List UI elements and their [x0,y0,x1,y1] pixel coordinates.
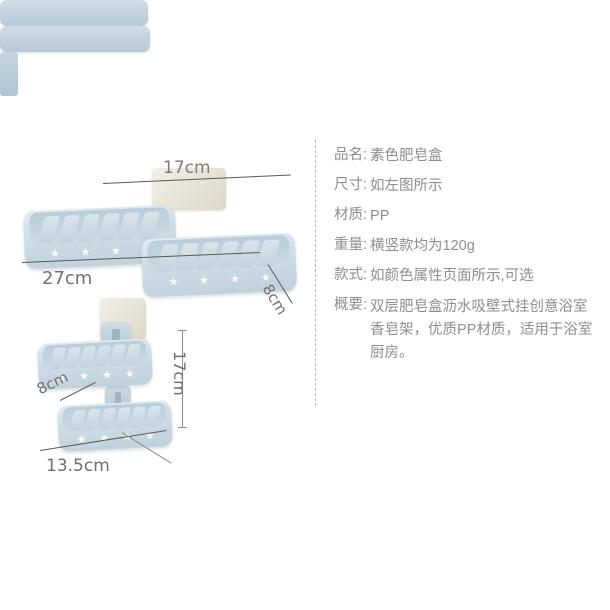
spec-colon: : [363,237,368,253]
drainage-ridges [68,405,161,432]
spec-colon: : [363,147,368,163]
dimension-label-height-vertical: 17cm [170,351,189,396]
spec-label: 品名 [334,147,363,163]
spec-value: 横竖款均为120g [370,238,475,254]
dimension-rule-height-vertical [178,330,187,428]
spec-value: PP [370,208,390,224]
spec-row-product-name: 品名 : 素色肥皂盒 [334,146,596,167]
spec-row-style: 款式 : 如颜色属性页面所示,可选 [334,266,596,287]
horizontal-backplate-right [0,26,150,52]
vertical-product-group: 8cm 17cm 13.5cm [0,52,315,476]
adhesive-wall-pad-horizontal [152,168,226,210]
spec-row-size: 尺寸 : 如左图所示 [334,176,596,197]
drainage-ridges [48,343,141,370]
product-illustration-panel: 17cm 27cm 8cm [0,0,315,476]
vertical-connector-spine [0,52,18,96]
dimension-label-width-horizontal: 27cm [42,268,93,289]
specification-panel: 品名 : 素色肥皂盒 尺寸 : 如左图所示 材质 : PP 重量 : 横竖款均为… [334,146,596,374]
horizontal-product-group: 17cm 27cm 8cm [0,0,315,318]
spec-label: 重量 [334,237,363,253]
spec-label: 材质 [334,207,363,223]
spec-colon: : [363,177,368,193]
spec-row-summary: 概要 : 双层肥皂盒沥水吸壁式挂创意浴室香皂架，优质PP材质，适用于浴室厨房。 [334,296,596,365]
spec-value: 如颜色属性页面所示,可选 [370,268,534,284]
spec-colon: : [363,297,368,313]
spec-value: 双层肥皂盒沥水吸壁式挂创意浴室香皂架，优质PP材质，适用于浴室厨房。 [370,299,593,361]
spec-value: 素色肥皂盒 [370,148,443,164]
spec-row-weight: 重量 : 横竖款均为120g [334,236,596,257]
spec-colon: : [363,267,368,283]
dimension-label-width-vertical: 13.5cm [46,456,110,476]
spec-label: 款式 [334,267,363,283]
spec-row-material: 材质 : PP [334,206,596,227]
spec-colon: : [363,207,368,223]
spec-label: 概要 [334,297,363,313]
horizontal-backplate-left [0,0,148,26]
dimension-label-depth-horizontal: 17cm [163,158,211,178]
spec-value: 如左图所示 [370,178,443,194]
panel-divider [315,140,316,406]
spec-label: 尺寸 [334,177,363,193]
